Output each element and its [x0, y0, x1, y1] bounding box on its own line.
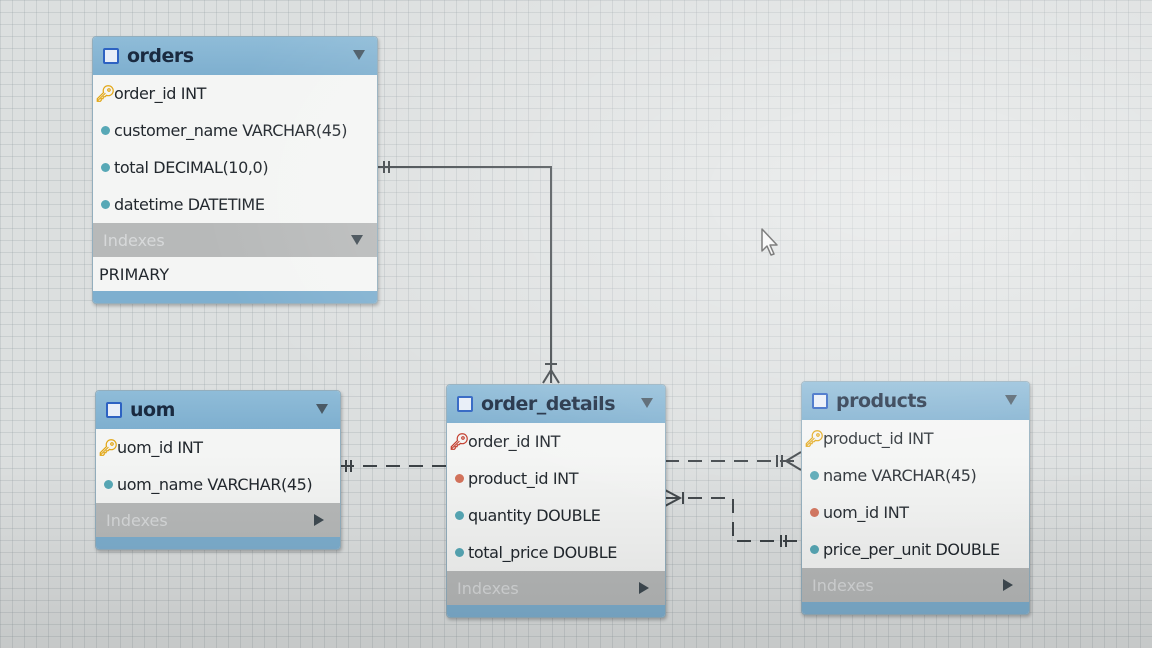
- table-header[interactable]: products: [802, 382, 1029, 420]
- indexes-label: Indexes: [106, 510, 168, 530]
- table-orders[interactable]: orders 🔑︎ order_id INT customer_name VAR…: [92, 36, 378, 304]
- column-label: datetime DATETIME: [114, 195, 265, 214]
- table-name: products: [836, 390, 927, 412]
- one-mark: [780, 535, 787, 547]
- column-row[interactable]: name VARCHAR(45): [802, 457, 1029, 494]
- indexes-section-header[interactable]: Indexes: [93, 223, 377, 257]
- column-label: total_price DOUBLE: [468, 543, 617, 562]
- table-name: order_details: [481, 393, 616, 415]
- column-label: product_id INT: [468, 469, 579, 488]
- column-row[interactable]: 🔑︎ order_id INT: [93, 75, 377, 112]
- table-footer: [96, 537, 340, 549]
- column-row[interactable]: total_price DOUBLE: [447, 534, 665, 571]
- primary-key-icon: 🔑︎: [804, 429, 824, 448]
- many-crowsfoot: [542, 369, 560, 384]
- column-attribute-icon: [809, 471, 819, 480]
- many-crowsfoot: [784, 451, 802, 471]
- column-label: order_id INT: [468, 432, 561, 451]
- table-icon: [106, 402, 122, 418]
- one-mark: [383, 161, 390, 173]
- column-attribute-icon: [100, 163, 110, 172]
- table-products[interactable]: products 🔑︎ product_id INT name VARCHAR(…: [801, 381, 1030, 615]
- indexes-section-header[interactable]: Indexes: [96, 503, 340, 537]
- column-attribute-icon: [100, 126, 110, 135]
- index-item[interactable]: PRIMARY: [99, 264, 170, 284]
- one-mark: [776, 455, 783, 467]
- collapse-arrow-icon[interactable]: [316, 404, 328, 414]
- table-footer: [802, 602, 1029, 614]
- column-label: quantity DOUBLE: [468, 506, 601, 525]
- column-attribute-icon: [100, 200, 110, 209]
- column-label: order_id INT: [114, 84, 207, 103]
- indexes-label: Indexes: [103, 230, 165, 250]
- mouse-cursor-icon: [761, 228, 778, 256]
- collapse-arrow-icon[interactable]: [641, 398, 653, 408]
- collapse-arrow-icon[interactable]: [351, 235, 363, 245]
- expand-arrow-icon[interactable]: [314, 514, 324, 526]
- column-label: customer_name VARCHAR(45): [114, 121, 348, 140]
- table-icon: [812, 393, 828, 409]
- column-row[interactable]: datetime DATETIME: [93, 186, 377, 223]
- indexes-section-header[interactable]: Indexes: [447, 571, 665, 605]
- many-crowsfoot: [664, 489, 683, 507]
- primary-key-icon: 🔑︎: [98, 438, 118, 457]
- table-footer: [93, 291, 377, 303]
- indexes-label: Indexes: [812, 575, 874, 595]
- column-label: uom_id INT: [117, 438, 203, 457]
- column-row[interactable]: customer_name VARCHAR(45): [93, 112, 377, 149]
- table-uom[interactable]: uom 🔑︎ uom_id INT uom_name VARCHAR(45) I…: [95, 390, 341, 550]
- column-label: total DECIMAL(10,0): [114, 158, 269, 177]
- relationship-order-details-products-uom: [665, 497, 801, 542]
- table-order-details[interactable]: order_details 🔑︎ order_id INT product_id…: [446, 384, 666, 618]
- column-row[interactable]: quantity DOUBLE: [447, 497, 665, 534]
- indexes-section-header[interactable]: Indexes: [802, 568, 1029, 602]
- column-row[interactable]: 🔑︎ product_id INT: [802, 420, 1029, 457]
- column-label: price_per_unit DOUBLE: [823, 540, 1000, 559]
- column-label: name VARCHAR(45): [823, 466, 977, 485]
- foreign-key-icon: [454, 474, 464, 483]
- column-row[interactable]: price_per_unit DOUBLE: [802, 531, 1029, 568]
- table-header[interactable]: order_details: [447, 385, 665, 423]
- column-label: uom_id INT: [823, 503, 909, 522]
- table-icon: [457, 396, 473, 412]
- column-row[interactable]: 🔑︎ uom_id INT: [96, 429, 340, 466]
- column-label: product_id INT: [823, 429, 934, 448]
- collapse-arrow-icon[interactable]: [1005, 395, 1017, 405]
- relationship-orders-order-details: [377, 166, 552, 383]
- column-attribute-icon: [454, 511, 464, 520]
- table-footer: [447, 605, 665, 617]
- column-row[interactable]: uom_id INT: [802, 494, 1029, 531]
- column-attribute-icon: [103, 480, 113, 489]
- foreign-key-icon: [809, 508, 819, 517]
- table-name: orders: [127, 45, 194, 67]
- primary-foreign-key-icon: 🔑︎: [449, 432, 469, 451]
- collapse-arrow-icon[interactable]: [353, 50, 365, 60]
- column-row[interactable]: uom_name VARCHAR(45): [96, 466, 340, 503]
- table-header[interactable]: orders: [93, 37, 377, 75]
- table-icon: [103, 48, 119, 64]
- table-name: uom: [130, 399, 175, 421]
- column-row[interactable]: total DECIMAL(10,0): [93, 149, 377, 186]
- column-attribute-icon: [454, 548, 464, 557]
- column-attribute-icon: [809, 545, 819, 554]
- table-header[interactable]: uom: [96, 391, 340, 429]
- expand-arrow-icon[interactable]: [1003, 579, 1013, 591]
- indexes-label: Indexes: [457, 578, 519, 598]
- one-mark: [345, 460, 352, 472]
- column-label: uom_name VARCHAR(45): [117, 475, 313, 494]
- expand-arrow-icon[interactable]: [639, 582, 649, 594]
- column-row[interactable]: 🔑︎ order_id INT: [447, 423, 665, 460]
- column-row[interactable]: product_id INT: [447, 460, 665, 497]
- primary-key-icon: 🔑︎: [95, 84, 115, 103]
